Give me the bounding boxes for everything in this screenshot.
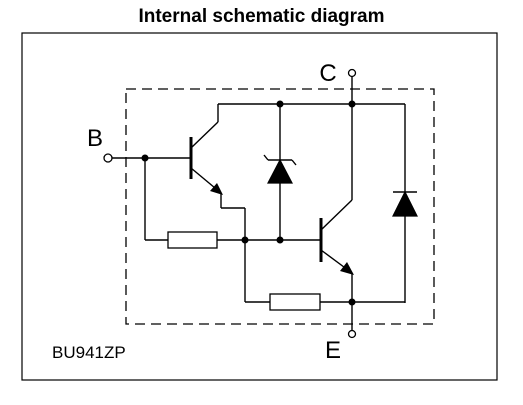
emitter-label: E [325, 337, 341, 364]
zener-diode [263, 104, 297, 240]
base-label: B [87, 125, 103, 152]
diagram-title: Internal schematic diagram [138, 6, 385, 27]
emitter-terminal [347, 329, 357, 339]
freewheel-diode [392, 190, 418, 303]
base-resistor [167, 231, 218, 249]
emitter-resistor [269, 293, 321, 311]
collector-label: C [319, 60, 336, 87]
base-terminal [103, 153, 113, 163]
output-transistor [319, 199, 354, 275]
emitter-wiring [245, 273, 405, 330]
junction-dots [141, 100, 356, 306]
outer-border [21, 32, 498, 381]
package-outline [125, 88, 435, 325]
part-number: BU941ZP [52, 343, 126, 362]
driver-transistor [189, 104, 246, 302]
base-wiring [112, 157, 320, 241]
collector-wiring [218, 76, 406, 200]
collector-terminal [347, 68, 357, 78]
